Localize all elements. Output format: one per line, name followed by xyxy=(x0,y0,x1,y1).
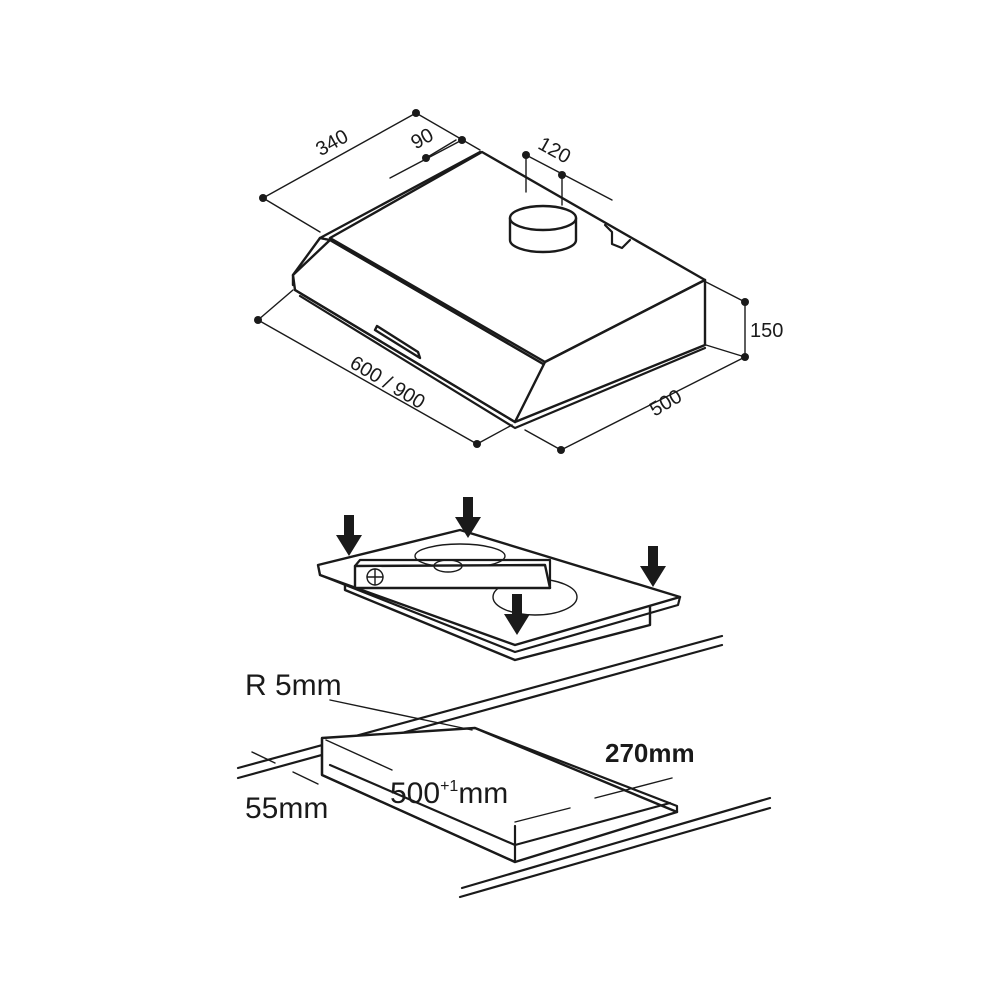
depth-270-label: 270mm xyxy=(605,738,695,768)
dimension-55: 55mm xyxy=(245,751,328,825)
arrow-down-icon xyxy=(504,594,530,635)
countertop xyxy=(236,634,772,899)
dimension-150: 150 xyxy=(705,281,783,361)
dim-90-label: 90 xyxy=(407,124,437,154)
dim-500-label: 500 xyxy=(646,385,686,421)
exhaust-outlet xyxy=(508,204,578,254)
arrow-down-icon xyxy=(336,515,362,556)
arrow-down-icon xyxy=(455,497,481,538)
arrow-down-icon xyxy=(640,546,666,587)
dim-150-label: 150 xyxy=(750,320,783,342)
dim-340-label: 340 xyxy=(312,125,352,160)
cutout-opening xyxy=(320,726,679,864)
dimension-500-cutout: 500+1mm xyxy=(325,739,571,823)
spirit-level xyxy=(353,558,552,590)
dimension-270: 270mm xyxy=(594,738,695,799)
hob-installation-drawing: R 5mm 270mm 500+1mm 55mm xyxy=(236,497,772,899)
width-500-label: 500+1mm xyxy=(390,777,508,810)
edge-55-label: 55mm xyxy=(245,792,328,825)
press-arrows xyxy=(336,497,666,635)
cooker-hood-drawing: 340 90 120 150 xyxy=(254,109,783,454)
dimension-radius: R 5mm xyxy=(245,669,473,731)
hood-right-face xyxy=(513,278,707,424)
hood-control-panel xyxy=(373,324,422,360)
radius-label: R 5mm xyxy=(245,669,342,702)
